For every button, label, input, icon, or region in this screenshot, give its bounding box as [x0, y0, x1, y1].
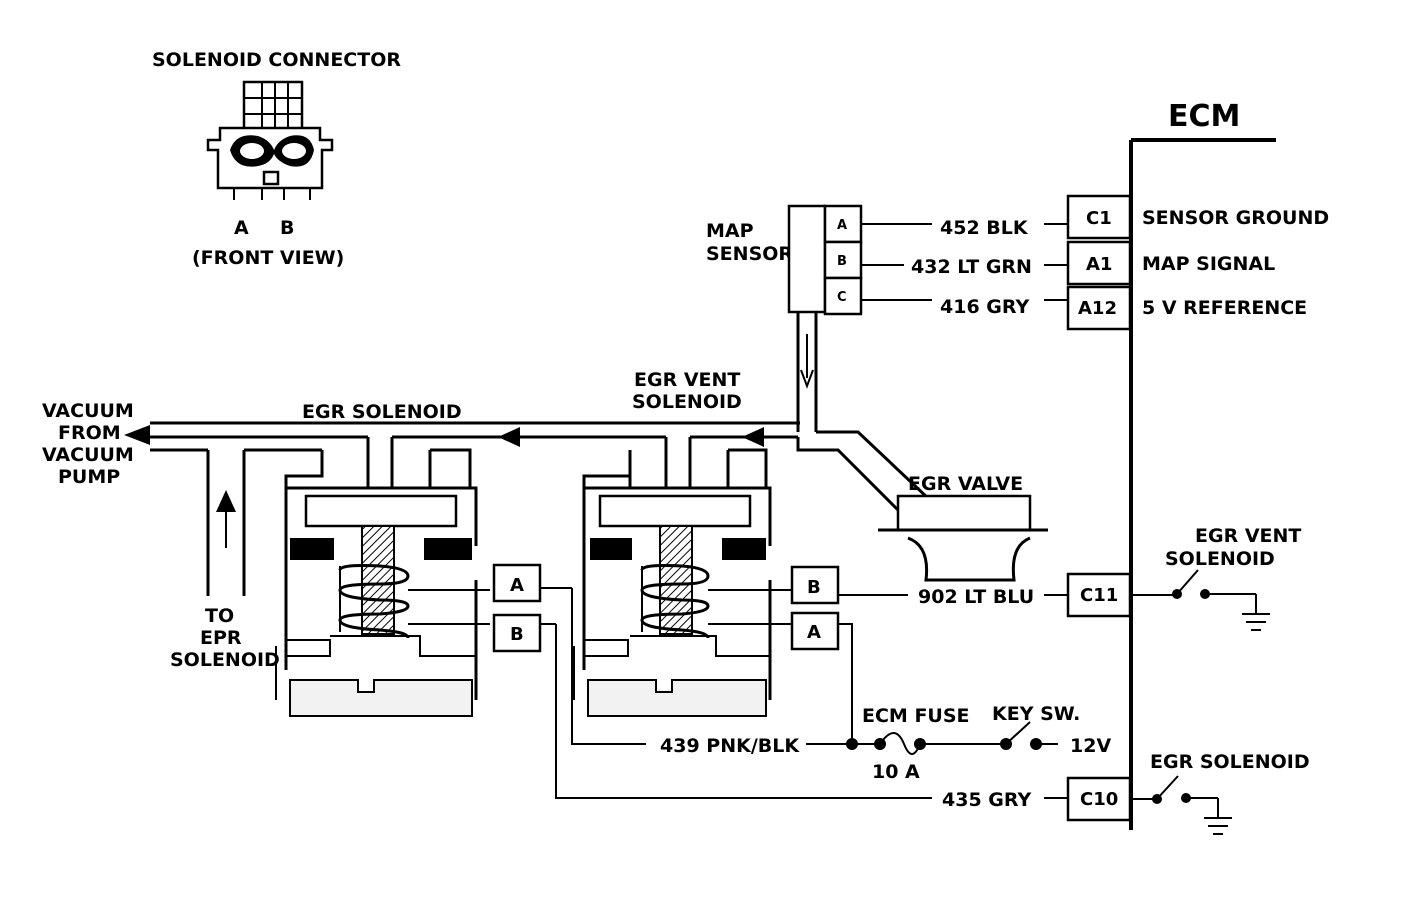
ecm-function-5v-reference: 5 V REFERENCE [1142, 297, 1307, 319]
key-switch-label: KEY SW. [992, 703, 1080, 725]
ecm-function-map-signal: MAP SIGNAL [1142, 253, 1275, 275]
wire-432-label: 432 LT GRN [911, 256, 1032, 278]
arrow-down-icon [800, 369, 814, 389]
ecm-egr-driver-label: EGR SOLENOID [1150, 751, 1310, 773]
switch-icon [1156, 775, 1179, 800]
switch-icon [1176, 569, 1199, 595]
ecm-vent-driver-label-2: SOLENOID [1165, 548, 1275, 570]
ecm-pin-a12: A12 [1078, 298, 1117, 319]
epr-label-2: EPR [200, 627, 242, 649]
egr-solenoid-pin-a: A [510, 575, 524, 596]
ecm-vent-driver-label-1: EGR VENT [1195, 525, 1301, 547]
ecm-pin-a1-box [1066, 240, 1132, 286]
egr-vent-pin-a: A [807, 622, 821, 643]
map-sensor: MAP SENSOR A B C [706, 204, 863, 432]
egr-vent-solenoid: EGR VENT SOLENOID B A [573, 369, 840, 717]
map-pin-c: C [837, 290, 847, 305]
supply-voltage-label: 12V [1070, 735, 1111, 757]
connector-view-label: (FRONT VIEW) [192, 247, 344, 269]
wire-902-label: 902 LT BLU [918, 586, 1034, 608]
map-sensor-label-1: MAP [706, 220, 754, 242]
connector-title: SOLENOID CONNECTOR [152, 49, 401, 71]
arrow-up-icon [216, 490, 236, 512]
ecm-pin-c11-box [1066, 572, 1132, 618]
map-pin-b: B [837, 254, 847, 269]
egr-solenoid: EGR SOLENOID A B [275, 401, 542, 717]
ecm-pin-c10-box [1066, 776, 1132, 822]
vacuum-label-3: VACUUM [42, 444, 134, 466]
egr-vent-label-2: SOLENOID [632, 391, 742, 413]
vacuum-label-4: PUMP [58, 466, 120, 488]
ecm-function-sensor-ground: SENSOR GROUND [1142, 207, 1329, 229]
egr-solenoid-label: EGR SOLENOID [302, 401, 462, 423]
arrow-left-icon [124, 425, 150, 445]
map-sensor-label-2: SENSOR [706, 243, 793, 265]
vacuum-label-1: VACUUM [42, 400, 134, 422]
ecm-egr-driver: EGR SOLENOID [1131, 751, 1310, 835]
wire-416-label: 416 GRY [940, 296, 1029, 318]
epr-label-1: TO [205, 605, 234, 627]
egr-vent-label-1: EGR VENT [634, 369, 740, 391]
connector-pin-a-label: A [234, 217, 249, 239]
vacuum-lines: VACUUM FROM VACUUM PUMP TO EPR SOLENOID [42, 400, 932, 671]
ecm-title: ECM [1168, 99, 1240, 134]
coil-icon [338, 564, 410, 639]
egr-solenoid-pin-b: B [510, 624, 524, 645]
plunger-plate-hatched [304, 494, 458, 528]
circuit-wires: 902 LT BLU 439 PNK/BLK ECM FUSE 10 A KEY… [540, 586, 1111, 811]
arrow-left-icon [742, 427, 764, 447]
fuse-label: ECM FUSE [862, 705, 970, 727]
solenoid-connector: SOLENOID CONNECTOR A B (FRONT VIEW) [152, 49, 401, 269]
ecm-pin-a12-box [1066, 285, 1132, 331]
map-pin-a: A [837, 218, 847, 233]
ecm-pin-c1: C1 [1086, 208, 1112, 229]
fuse-icon [879, 732, 921, 755]
egr-valve: EGR VALVE [878, 473, 1048, 582]
ecm-pin-c1-box [1066, 194, 1132, 240]
connector-front-view-icon [206, 80, 334, 200]
arrow-left-icon [498, 427, 520, 447]
ecm-pin-a1: A1 [1086, 254, 1112, 275]
ecm-pin-c10: C10 [1080, 789, 1118, 810]
wire-439-label: 439 PNK/BLK [660, 735, 800, 757]
egr-vent-pin-b: B [807, 577, 821, 598]
wire-435-label: 435 GRY [942, 789, 1031, 811]
egr-valve-label: EGR VALVE [908, 473, 1023, 495]
wire-452-label: 452 BLK [940, 217, 1029, 239]
ecm-pin-c11: C11 [1080, 585, 1118, 606]
ground-icon [1204, 817, 1232, 835]
map-sensor-body [787, 204, 827, 314]
ground-icon [1242, 613, 1270, 631]
ecm-vent-driver: EGR VENT SOLENOID [1131, 525, 1301, 631]
connector-pin-b-label: B [280, 217, 294, 239]
map-wires: 452 BLK 432 LT GRN 416 GRY [861, 217, 1068, 318]
ecm-block: ECM C1 SENSOR GROUND A1 MAP SIGNAL A12 5… [1066, 99, 1329, 830]
coil-icon [640, 564, 710, 639]
epr-label-3: SOLENOID [170, 649, 280, 671]
vacuum-label-2: FROM [58, 422, 121, 444]
fuse-rating: 10 A [872, 761, 920, 783]
key-switch-icon [1005, 721, 1031, 745]
